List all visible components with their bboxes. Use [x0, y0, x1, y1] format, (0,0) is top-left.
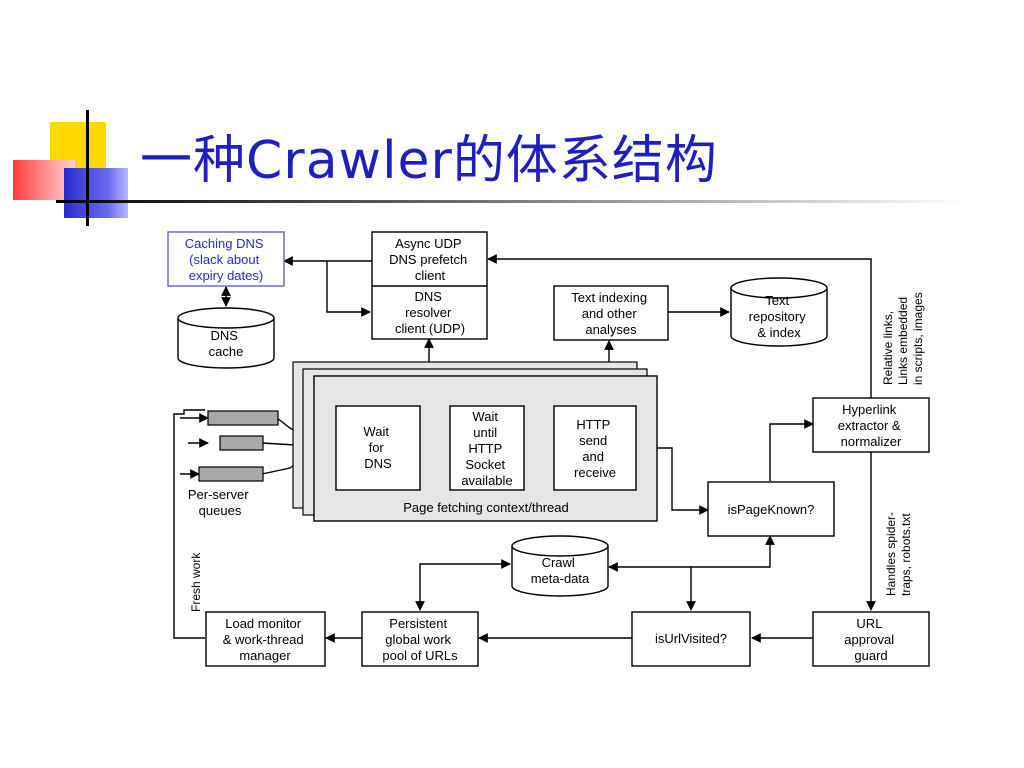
text-repository-label: Text repository & index [749, 293, 810, 340]
arrow-pageknown-to-extractor [769, 419, 814, 481]
persistent-pool-label: Persistent global work pool of URLs [382, 616, 458, 663]
url-approval-box [812, 611, 930, 667]
handles-spider-note: Handles spider- traps, robots.txt [884, 509, 913, 596]
is-page-known-label: isPageKnown? [728, 502, 815, 517]
text-indexing-label: Text indexing and other analyses [571, 290, 651, 337]
arrow-metadata-pool [415, 559, 511, 611]
svg-text:Relative links, Links em: Relative links, Links embedded in script… [881, 292, 925, 385]
wait-dns-box [335, 405, 421, 491]
url-approval-label: URL approval guard [844, 616, 898, 663]
relative-links-note: Relative links, Links embedded in script… [881, 292, 925, 385]
caching-dns-box [167, 231, 285, 287]
dns-cache-label: DNS cache [209, 328, 244, 359]
dns-resolver-label: DNS resolver client (UDP) [395, 289, 465, 336]
async-udp-label: Async UDP DNS prefetch client [389, 236, 471, 283]
arrow-extractor-to-async [487, 254, 872, 398]
decor-blue-square [64, 168, 128, 218]
hyperlink-extractor-label: Hyperlink extractor & normalizer [838, 402, 904, 449]
wait-dns-label: Wait for DNS [363, 424, 392, 471]
crawl-metadata-cylinder [511, 535, 609, 597]
arrow-fresh-work [173, 409, 205, 639]
arrow-metadata-pageknown [608, 535, 775, 572]
http-send-label: HTTP send and receive [574, 417, 616, 480]
title-underline [56, 200, 964, 203]
decor-vertical-line [86, 110, 89, 226]
svg-text:Handles spider- traps, r: Handles spider- traps, robots.txt [884, 509, 913, 596]
slide-title: 一种Crawler的体系结构 [140, 131, 718, 191]
arrow-to-resolver [326, 261, 371, 317]
hyperlink-extractor-box [812, 397, 930, 453]
http-send-box [553, 405, 637, 491]
queue-3 [198, 466, 264, 482]
fresh-work-label: Fresh work [189, 552, 203, 612]
persistent-pool-box [361, 611, 479, 667]
per-server-label: Per-server queues [188, 487, 252, 518]
queue-2 [219, 435, 264, 451]
page-fetching-label: Page fetching context/thread [403, 500, 569, 515]
text-repository-cylinder [730, 277, 828, 347]
is-url-visited-box [631, 611, 751, 667]
dns-cache-cylinder [177, 307, 275, 369]
crawl-metadata-label: Crawl meta-data [531, 555, 590, 586]
per-server-queues [198, 410, 279, 482]
wait-socket-box [449, 405, 525, 491]
wait-socket-label: Wait until HTTP Socket available [461, 409, 512, 488]
queue-1 [207, 410, 279, 426]
caching-dns-label: Caching DNS (slack about expiry dates) [185, 236, 267, 283]
load-monitor-label: Load monitor & work-thread manager [223, 616, 308, 663]
load-monitor-box [205, 611, 326, 667]
text-indexing-box [553, 285, 669, 341]
is-page-known-box [707, 481, 835, 537]
is-url-visited-label: isUrlVisited? [655, 631, 727, 646]
